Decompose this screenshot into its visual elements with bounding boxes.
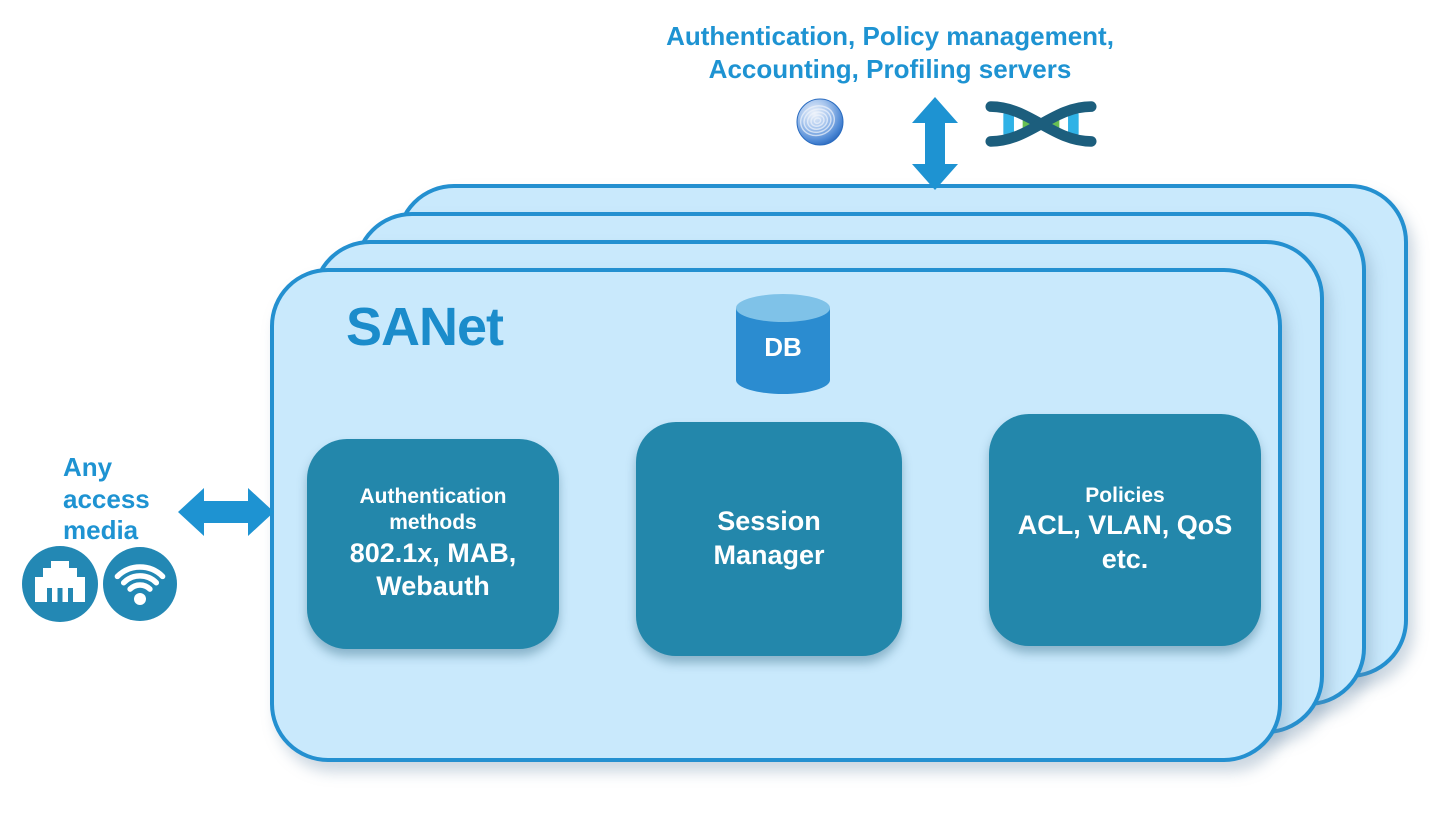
- module-title: Authentication methods: [359, 485, 507, 535]
- wifi-icon: [114, 564, 166, 605]
- wifi-media-circle: [103, 547, 177, 621]
- dna-icon: [985, 101, 1097, 147]
- module-detail: 802.1x, MAB, Webauth: [349, 537, 517, 602]
- servers-label: Authentication, Policy management, Accou…: [666, 21, 1114, 85]
- module-title: Policies: [1085, 484, 1165, 508]
- any-access-media-label: Any access media: [63, 452, 150, 546]
- fingerprint-globe-icon: [796, 98, 844, 146]
- module-authentication-methods: Authentication methods 802.1x, MAB, Weba…: [307, 439, 559, 649]
- db-cylinder-top: [736, 294, 830, 322]
- horizontal-double-arrow-icon: [178, 488, 274, 536]
- module-detail: ACL, VLAN, QoS etc.: [1017, 510, 1233, 575]
- ethernet-media-circle: [22, 546, 98, 622]
- db-label: DB: [764, 332, 802, 362]
- module-session-manager: Session Manager: [636, 422, 902, 656]
- vertical-double-arrow-icon: [912, 97, 958, 190]
- platform-title: SANet: [346, 297, 504, 357]
- ethernet-port-icon: [35, 561, 85, 603]
- module-policies: Policies ACL, VLAN, QoS etc.: [989, 414, 1261, 646]
- module-detail: Session Manager: [713, 506, 825, 570]
- platform-card: SANet DB Authentication methods 802.1x, …: [270, 268, 1282, 762]
- database-cylinder-icon: DB: [736, 294, 830, 394]
